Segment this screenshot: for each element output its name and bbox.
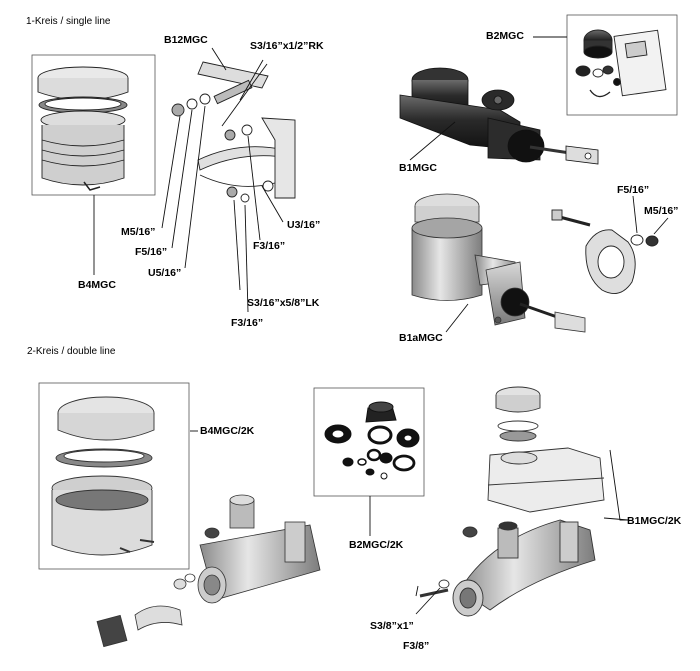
- label-b4mgc: B4MGC: [78, 279, 116, 291]
- label-s3-16-x1-2-rk: S3/16”x1/2”RK: [250, 40, 324, 52]
- b1amgc-cylinder-drawing: [411, 193, 586, 333]
- label-s3-8-x1: S3/8”x1”: [370, 620, 414, 632]
- label-f5-16-right: F5/16”: [617, 184, 650, 196]
- bracket-drawing: [171, 61, 296, 203]
- label-f5-16-left: F5/16”: [135, 246, 168, 258]
- b2mgc-kit-drawing: [575, 29, 667, 98]
- label-m5-16-left: M5/16”: [121, 226, 156, 238]
- label-u5-16: U5/16”: [148, 267, 182, 279]
- b2mgc-frame: [566, 14, 678, 116]
- label-u3-16: U3/16”: [287, 219, 321, 231]
- tandem-cylinder-left-drawing: [96, 494, 321, 648]
- label-s3-16-x5-8-lk: S3/16”x5/8”LK: [247, 297, 320, 309]
- label-b1mgc-2k: B1MGC/2K: [627, 515, 682, 527]
- b1mgc-cylinder-drawing: [399, 67, 599, 165]
- flange-drawing: [551, 209, 659, 295]
- label-b4mgc-2k: B4MGC/2K: [200, 425, 255, 437]
- label-b2mgc: B2MGC: [486, 30, 524, 42]
- b4mgc-2k-frame: [38, 382, 190, 570]
- label-b12mgc: B12MGC: [164, 34, 208, 46]
- leader-lines: [93, 36, 669, 615]
- b1mgc-2k-drawing: [419, 386, 605, 617]
- b4mgc-reservoir-drawing: [37, 66, 129, 191]
- b2mgc-2k-frame: [313, 387, 425, 497]
- label-b2mgc-2k: B2MGC/2K: [349, 539, 404, 551]
- label-m5-16-right: M5/16”: [644, 205, 679, 217]
- b2mgc-2k-kit-drawing: [324, 401, 420, 480]
- label-b1amgc: B1aMGC: [399, 332, 443, 344]
- b4mgc-frame: [31, 54, 156, 196]
- label-f3-16-low: F3/16”: [231, 317, 264, 329]
- label-b1mgc: B1MGC: [399, 162, 437, 174]
- b4mgc-2k-reservoir-drawing: [51, 396, 155, 556]
- section-title-double: 2-Kreis / double line: [27, 346, 116, 357]
- label-f3-8: F3/8”: [403, 640, 430, 652]
- label-f3-16-mid: F3/16”: [253, 240, 286, 252]
- section-title-single: 1-Kreis / single line: [26, 16, 111, 27]
